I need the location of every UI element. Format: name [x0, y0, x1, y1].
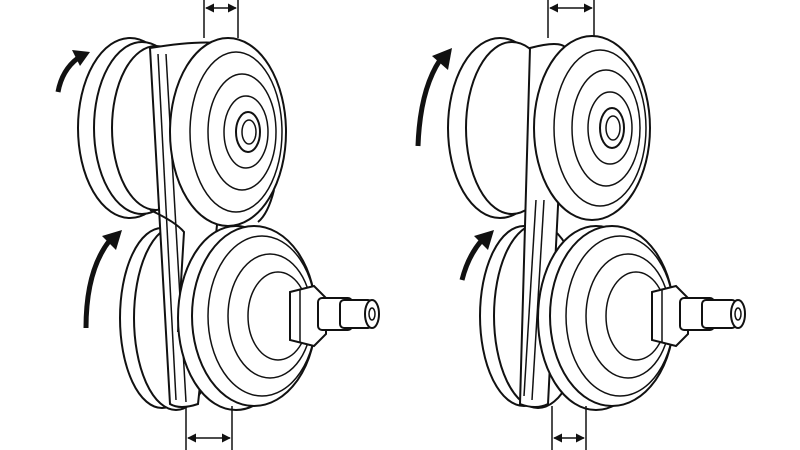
- top-gap-dimension-left: [203, 0, 239, 38]
- left-panel: [55, 0, 380, 450]
- bottom-pulley-front-sheave-right: [537, 225, 675, 411]
- bottom-gap-dimension-right: [551, 406, 587, 450]
- bottom-gap-dimension-left: [185, 406, 233, 450]
- rotation-arrow-icon: [459, 238, 484, 281]
- rotation-arrow-icon: [55, 56, 80, 93]
- rotation-arrow-icon: [83, 238, 112, 329]
- output-shaft-right: [651, 284, 746, 348]
- right-panel: [415, 0, 746, 450]
- bottom-pulley-front-sheave-left: [177, 225, 317, 411]
- output-shaft-left: [289, 284, 380, 348]
- top-gap-dimension-right: [547, 0, 595, 38]
- top-pulley-front-sheave-left: [169, 37, 287, 227]
- top-pulley-front-sheave-right: [533, 35, 651, 221]
- rotation-arrow-icon: [415, 58, 443, 147]
